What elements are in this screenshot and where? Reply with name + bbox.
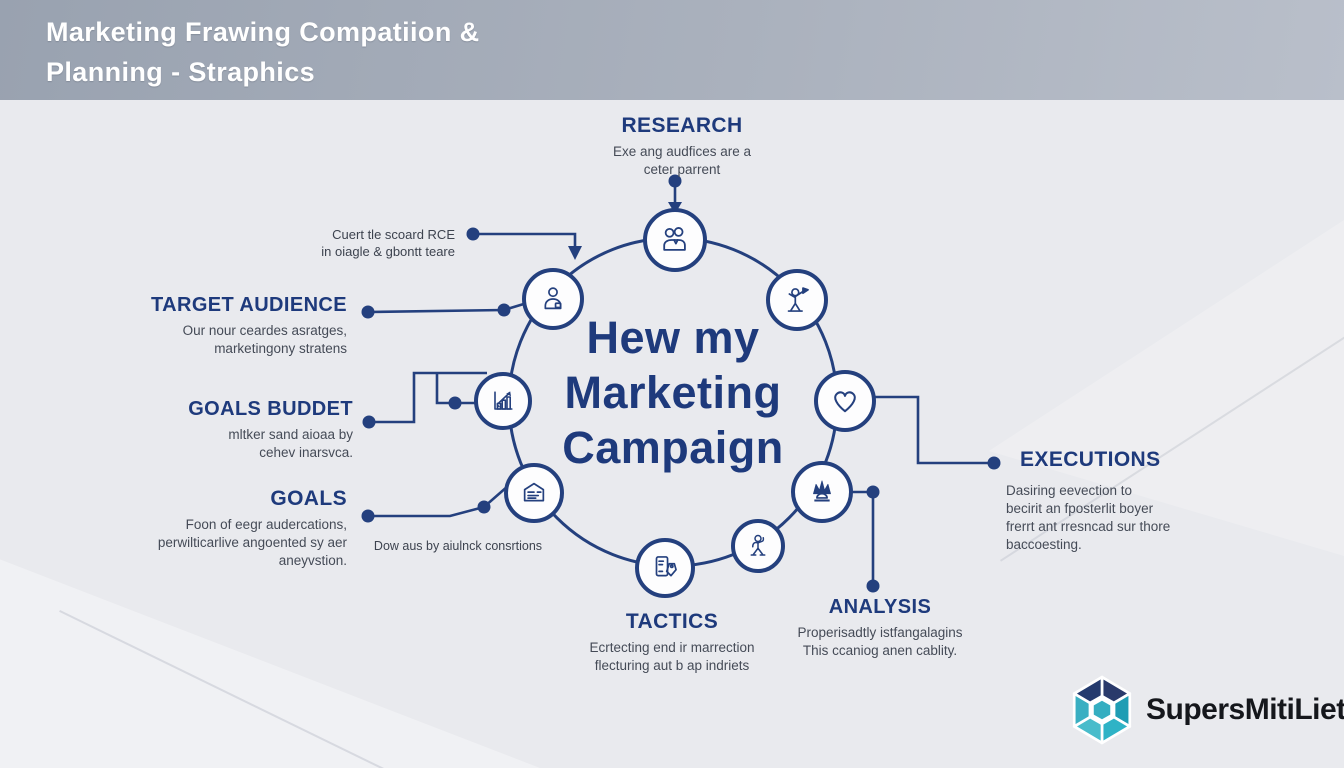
tactics-title: TACTICS bbox=[625, 610, 719, 633]
person-stick-icon bbox=[750, 534, 766, 556]
research-icon bbox=[663, 227, 686, 251]
analysis-connector bbox=[852, 490, 875, 586]
goals-connector bbox=[368, 485, 509, 518]
goals-budget-title: GOALS BUDDET bbox=[188, 398, 353, 420]
analysis-title: ANALYSIS bbox=[828, 596, 932, 618]
goals-budget-connector-branch bbox=[435, 373, 475, 405]
node-research bbox=[643, 208, 707, 272]
stage-target-audience: TARGET AUDIENCE Our nour ceardes asratge… bbox=[47, 294, 347, 358]
goals-note: Dow aus by aiulnck consrtions bbox=[373, 539, 543, 553]
page-title: Marketing Frawing Compatiion & Planning … bbox=[46, 12, 480, 92]
target-audience-title: TARGET AUDIENCE bbox=[151, 294, 347, 316]
target-audience-subtitle: Our nour ceardes asratges, marketingony … bbox=[182, 323, 347, 356]
header-bar: Marketing Frawing Compatiion & Planning … bbox=[0, 0, 1344, 100]
node-chart bbox=[474, 372, 532, 430]
phone-tag-icon bbox=[655, 556, 677, 577]
goals-subtitle: Foon of eegr audercations, perwilticarli… bbox=[157, 517, 347, 568]
node-phone-tag bbox=[635, 538, 695, 598]
heart-icon bbox=[834, 391, 856, 413]
person-flag-icon bbox=[787, 287, 809, 312]
stage-research: RESEARCH Exe ang audfices are a ceter pa… bbox=[532, 114, 832, 179]
top-note: Cuert tle scoard RCE in oiagle & gbontt … bbox=[321, 227, 455, 259]
stage-goals-budget: GOALS BUDDET mltker sand aioaa by cehev … bbox=[53, 398, 353, 462]
stage-tactics: TACTICS Ecrtecting end ir marrection fle… bbox=[522, 610, 822, 675]
node-crown bbox=[791, 461, 853, 523]
person-icon bbox=[544, 287, 562, 310]
stage-goals: GOALS Foon of eegr audercations, perwilt… bbox=[17, 487, 347, 570]
page-title-line2: Planning - Straphics bbox=[46, 57, 316, 87]
tactics-subtitle: Ecrtecting end ir marrection flecturing … bbox=[589, 640, 755, 673]
executions-title: EXECUTIONS bbox=[1020, 448, 1161, 471]
executions-connector bbox=[874, 395, 994, 465]
brand-name: SupersMitiLiet bbox=[1146, 693, 1344, 726]
node-envelope bbox=[504, 463, 564, 523]
research-title: RESEARCH bbox=[621, 114, 743, 137]
logo-hexagon-icon bbox=[1072, 675, 1132, 745]
goals-title: GOALS bbox=[270, 487, 347, 510]
page-title-line1: Marketing Frawing Compatiion & bbox=[46, 17, 480, 47]
node-person-stick bbox=[731, 519, 785, 573]
brand-logo: SupersMitiLiet bbox=[1066, 674, 1344, 746]
goals-budget-connector bbox=[369, 371, 487, 424]
goals-budget-subtitle: mltker sand aioaa by cehev inarsvca. bbox=[228, 427, 353, 460]
stage-analysis: ANALYSIS Properisadtly istfangalagins Th… bbox=[730, 596, 1030, 660]
node-person bbox=[522, 268, 584, 330]
connector-dots bbox=[361, 174, 1001, 593]
envelope-icon bbox=[523, 482, 545, 502]
top-note-connector bbox=[473, 232, 577, 248]
research-subtitle: Exe ang audfices are a ceter parrent bbox=[612, 144, 752, 177]
executions-subtitle: Dasiring eevection to becirit an fposter… bbox=[1006, 483, 1171, 552]
node-heart bbox=[814, 370, 876, 432]
analysis-subtitle: Properisadtly istfangalagins This ccanio… bbox=[797, 625, 963, 658]
stage-executions: EXECUTIONS Dasiring eevection to becirit… bbox=[1006, 448, 1306, 554]
crown-icon bbox=[813, 480, 831, 502]
node-person-flag bbox=[766, 269, 828, 331]
chart-icon bbox=[494, 391, 513, 410]
